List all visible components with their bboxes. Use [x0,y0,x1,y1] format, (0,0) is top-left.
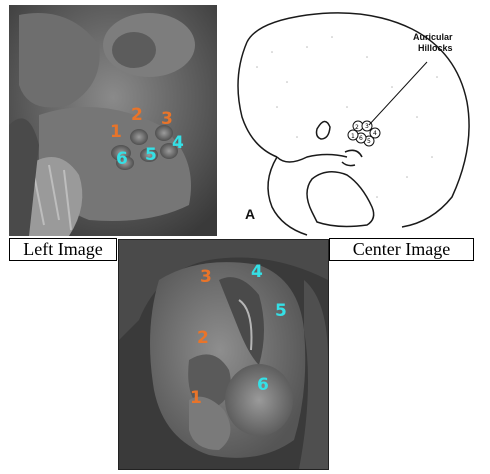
center-line-drawing: Auricular Hillocks 1 2 3 4 5 6 A [217,7,480,237]
bottom-hillock-label-3: 3 [200,267,212,287]
auricular-hillocks-label-line1: Auricular [413,32,453,42]
bottom-hillock-label-4: 4 [251,262,263,282]
center-hillock-1: 1 [351,133,355,140]
bottom-hillock-label-1: 1 [190,388,202,408]
bottom-sem-image: 1 2 3 4 5 6 [118,239,329,470]
left-hillock-label-6: 6 [116,149,128,169]
panel-letter-a: A [245,206,255,222]
center-hillock-6: 6 [359,135,363,142]
auricular-hillocks-label-line2: Hillocks [418,43,453,53]
left-hillock-label-1: 1 [110,122,122,142]
left-hillock-label-3: 3 [161,109,173,129]
center-image-caption: Center Image [329,238,474,261]
center-hillock-3: 3 [365,123,369,130]
bottom-hillock-label-6: 6 [257,375,269,395]
left-image-caption: Left Image [9,238,117,261]
left-hillock-label-2: 2 [131,105,143,125]
left-hillock-label-4: 4 [172,133,184,153]
center-hillock-2: 2 [355,124,359,131]
bottom-hillock-label-5: 5 [275,301,287,321]
center-hillock-4: 4 [373,130,377,137]
left-sem-image: 1 2 3 4 5 6 [9,5,217,236]
bottom-hillock-label-2: 2 [197,328,209,348]
left-hillock-label-5: 5 [145,145,157,165]
center-hillock-5: 5 [367,138,371,145]
